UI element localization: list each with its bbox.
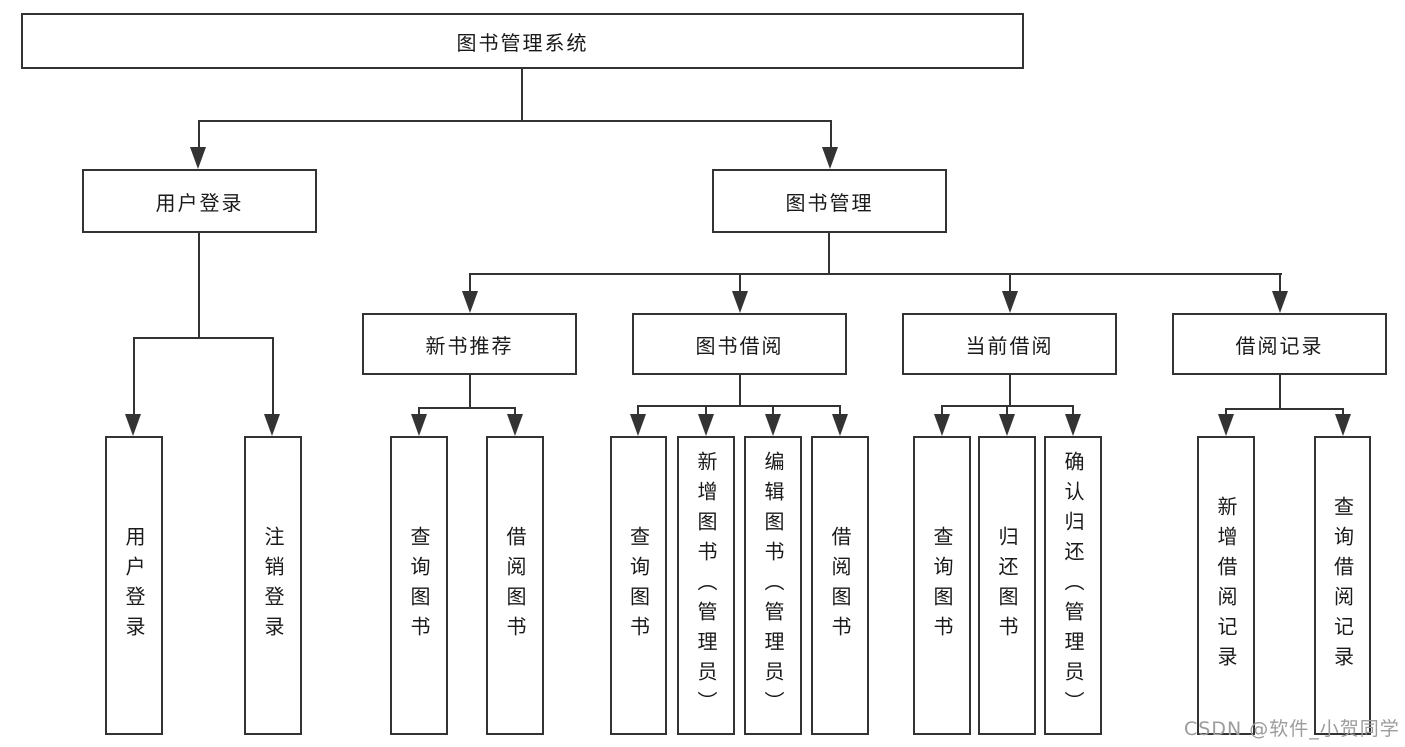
connector-borrowing-stem	[739, 375, 741, 406]
leaf-label: 归还图书	[995, 525, 1019, 646]
arrowhead-down-icon	[507, 414, 523, 436]
node-label: 用户登录	[155, 190, 244, 215]
leaf-borrow-books-recommend: 借阅图书	[486, 436, 544, 735]
arrowhead-down-icon	[732, 291, 748, 313]
connector-newbooks-rail	[418, 407, 516, 409]
connector-stem	[1006, 405, 1008, 415]
connector-stem-borrowing	[739, 273, 741, 292]
arrowhead-down-icon	[264, 414, 280, 436]
leaf-label: 查询图书	[407, 525, 431, 646]
node-label: 当前借阅	[965, 333, 1054, 358]
connector-userlogin-rail	[133, 337, 274, 339]
connector-borrowing-rail	[637, 405, 841, 407]
node-label: 新书推荐	[425, 333, 514, 358]
arrowhead-down-icon	[411, 414, 427, 436]
connector-stem-leaf-login	[133, 337, 135, 415]
leaf-confirm-return-admin: 确认归还（管理员）	[1044, 436, 1102, 735]
connector-stem	[1342, 408, 1344, 415]
connector-root-stem	[521, 69, 523, 121]
leaf-label: 查询借阅记录	[1330, 495, 1355, 676]
connector-stem-current	[1009, 273, 1011, 292]
node-current-borrowing: 当前借阅	[902, 313, 1117, 375]
node-root-library-system: 图书管理系统	[21, 13, 1024, 69]
leaf-edit-books-admin: 编辑图书（管理员）	[744, 436, 802, 735]
leaf-label: 借阅图书	[503, 525, 527, 646]
leaf-query-books-recommend: 查询图书	[390, 436, 448, 735]
connector-stem	[637, 405, 639, 415]
connector-bookmgmt-stem	[828, 233, 830, 275]
arrowhead-down-icon	[1335, 414, 1351, 436]
leaf-label: 新增借阅记录	[1214, 495, 1238, 676]
connector-stem	[772, 405, 774, 415]
leaf-label: 借阅图书	[828, 525, 852, 646]
arrowhead-down-icon	[698, 414, 714, 436]
arrowhead-down-icon	[1065, 414, 1081, 436]
connector-records-stem	[1279, 375, 1281, 409]
connector-stem-user-login	[198, 120, 200, 148]
csdn-watermark: CSDN @软件_小贺同学	[1184, 718, 1400, 740]
leaf-user-login: 用户登录	[105, 436, 163, 735]
leaf-query-borrow-record: 查询借阅记录	[1314, 436, 1371, 735]
connector-stem	[418, 407, 420, 415]
leaf-label: 查询图书	[626, 525, 651, 646]
node-book-management: 图书管理	[712, 169, 947, 233]
arrowhead-down-icon	[462, 291, 478, 313]
arrowhead-down-icon	[832, 414, 848, 436]
leaf-query-books-current: 查询图书	[913, 436, 971, 735]
leaf-logout: 注销登录	[244, 436, 302, 735]
leaf-add-borrow-record: 新增借阅记录	[1197, 436, 1255, 735]
arrowhead-down-icon	[822, 147, 838, 169]
connector-newbooks-stem	[469, 375, 471, 408]
connector-stem-book-mgmt	[830, 120, 832, 148]
connector-bookmgmt-rail	[469, 273, 1282, 275]
arrowhead-down-icon	[190, 147, 206, 169]
connector-stem	[1225, 408, 1227, 415]
arrowhead-down-icon	[1272, 291, 1288, 313]
connector-root-rail	[198, 120, 832, 122]
leaf-query-books-borrowing: 查询图书	[610, 436, 667, 735]
connector-stem-records	[1279, 273, 1281, 292]
node-label: 图书借阅	[695, 333, 784, 358]
leaf-add-books-admin: 新增图书（管理员）	[677, 436, 735, 735]
node-user-login: 用户登录	[82, 169, 317, 233]
leaf-label: 新增图书（管理员）	[694, 450, 718, 721]
connector-stem-new-books	[469, 273, 471, 292]
arrowhead-down-icon	[1218, 414, 1234, 436]
node-label: 图书管理系统	[456, 30, 589, 55]
node-new-book-recommend: 新书推荐	[362, 313, 577, 375]
arrowhead-down-icon	[934, 414, 950, 436]
leaf-return-books: 归还图书	[978, 436, 1036, 735]
connector-userlogin-stem	[198, 233, 200, 338]
connector-records-rail	[1225, 408, 1344, 410]
connector-stem	[941, 405, 943, 415]
node-borrowing-records: 借阅记录	[1172, 313, 1387, 375]
arrowhead-down-icon	[630, 414, 646, 436]
connector-stem	[1072, 405, 1074, 415]
arrowhead-down-icon	[125, 414, 141, 436]
leaf-label: 用户登录	[122, 525, 146, 646]
leaf-label: 注销登录	[261, 525, 285, 646]
arrowhead-down-icon	[765, 414, 781, 436]
connector-current-stem	[1009, 375, 1011, 406]
node-book-borrowing: 图书借阅	[632, 313, 847, 375]
leaf-label: 查询图书	[930, 525, 954, 646]
connector-stem	[839, 405, 841, 415]
leaf-label: 确认归还（管理员）	[1061, 450, 1085, 721]
leaf-label: 编辑图书（管理员）	[761, 450, 785, 721]
node-label: 图书管理	[785, 190, 874, 215]
connector-stem	[514, 407, 516, 415]
connector-stem	[705, 405, 707, 415]
connector-stem-leaf-logout	[272, 337, 274, 415]
arrowhead-down-icon	[999, 414, 1015, 436]
leaf-borrow-books-borrowing: 借阅图书	[811, 436, 869, 735]
arrowhead-down-icon	[1002, 291, 1018, 313]
node-label: 借阅记录	[1235, 333, 1324, 358]
